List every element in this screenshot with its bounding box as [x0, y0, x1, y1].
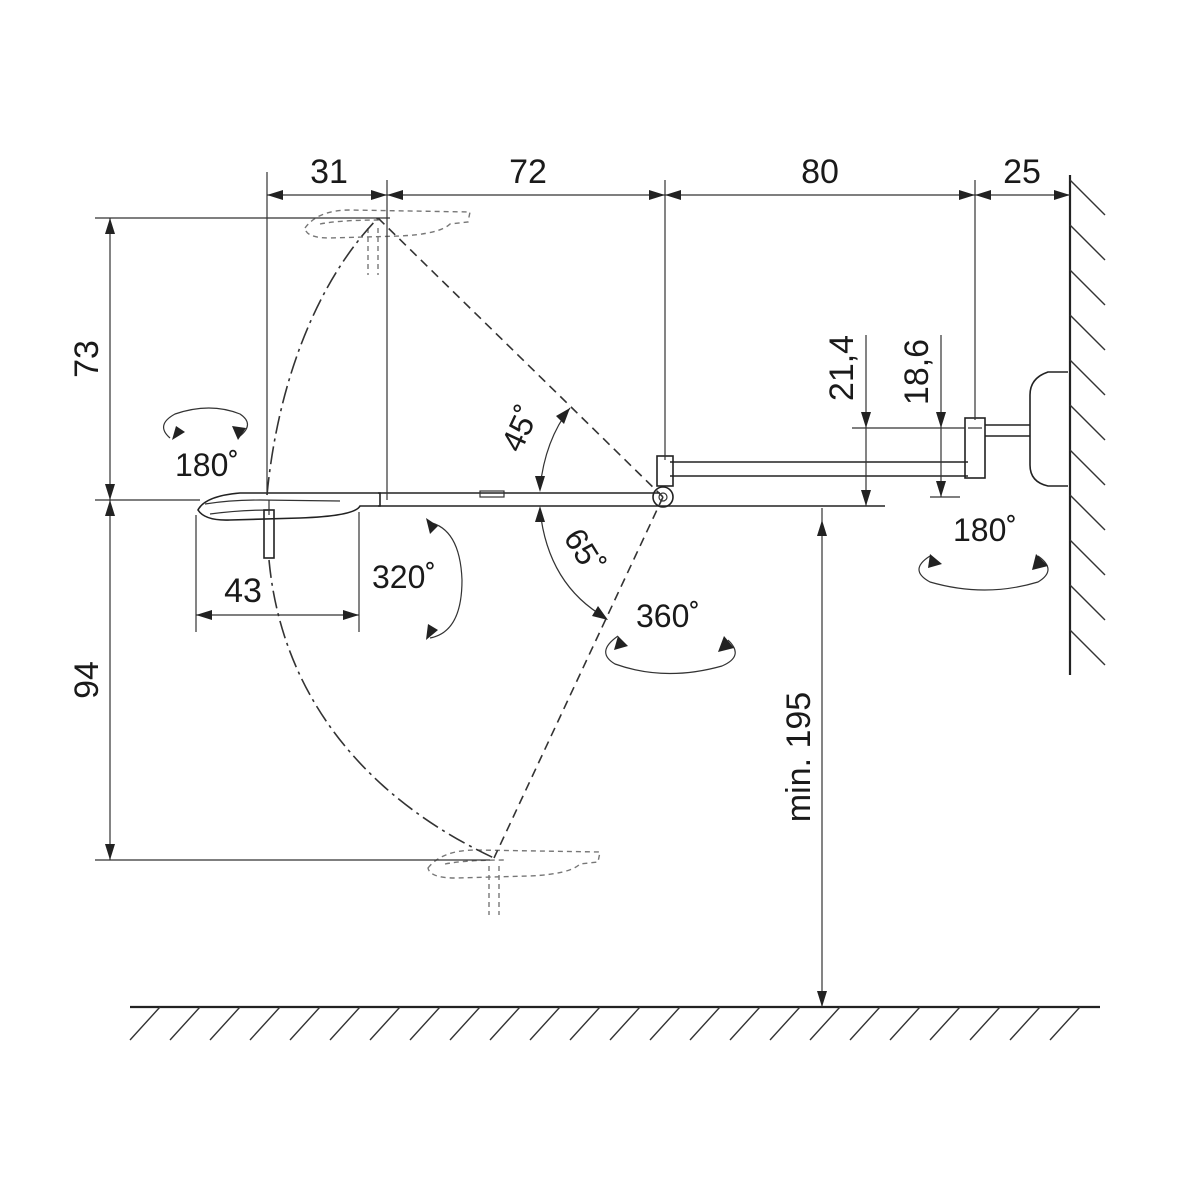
dim-31-label: 31: [310, 153, 348, 191]
rotation-360-label: 360˚: [636, 598, 700, 634]
rotation-180-right-label: 180˚: [953, 512, 1017, 548]
dim-73-label: 73: [68, 340, 106, 378]
wall: [1068, 175, 1106, 675]
dim-min-195-label: min. 195: [780, 692, 818, 822]
angle-65-label: 65˚: [557, 522, 612, 580]
left-vertical-dimensions: 73 94: [68, 217, 490, 861]
elbow-joint: [652, 486, 674, 508]
rotation-360: 360˚: [605, 598, 736, 675]
arm-height-dimensions: 21,4 18,6: [823, 335, 965, 506]
dim-25-label: 25: [1003, 153, 1041, 191]
rotation-320-label: 320˚: [372, 559, 436, 595]
swing-paths: [266, 217, 664, 859]
rotation-180-right: 180˚: [918, 512, 1049, 591]
dim-21-4-label: 21,4: [823, 335, 861, 401]
rotation-180-left-label: 180˚: [175, 447, 239, 483]
floor: [129, 1005, 1100, 1041]
rotation-320: 320˚: [372, 518, 463, 640]
upper-arm: [656, 455, 968, 487]
angle-45: 45˚: [494, 400, 571, 492]
wall-bracket: [964, 371, 1068, 487]
lamp-width-dimension: 43: [195, 512, 360, 632]
floor-hatching: [129, 1006, 1081, 1041]
top-dimension-chain: 31 72 80 25: [266, 153, 1070, 500]
ghost-lamp-bottom: [427, 849, 601, 915]
rotation-180-left: 180˚: [163, 407, 249, 483]
angle-65: 65˚: [535, 506, 612, 620]
ghost-lamp-top: [304, 209, 471, 275]
dim-18-6-label: 18,6: [898, 339, 936, 405]
mount-height-dimension: min. 195: [780, 508, 827, 1007]
lamp-head: [197, 492, 381, 559]
dim-80-label: 80: [801, 153, 839, 191]
wall-hatching: [1069, 179, 1106, 666]
angle-45-label: 45˚: [494, 400, 546, 457]
dim-72-label: 72: [509, 153, 547, 191]
dim-43-label: 43: [224, 572, 262, 610]
lower-arm: [378, 490, 885, 507]
dim-94-label: 94: [68, 661, 106, 699]
